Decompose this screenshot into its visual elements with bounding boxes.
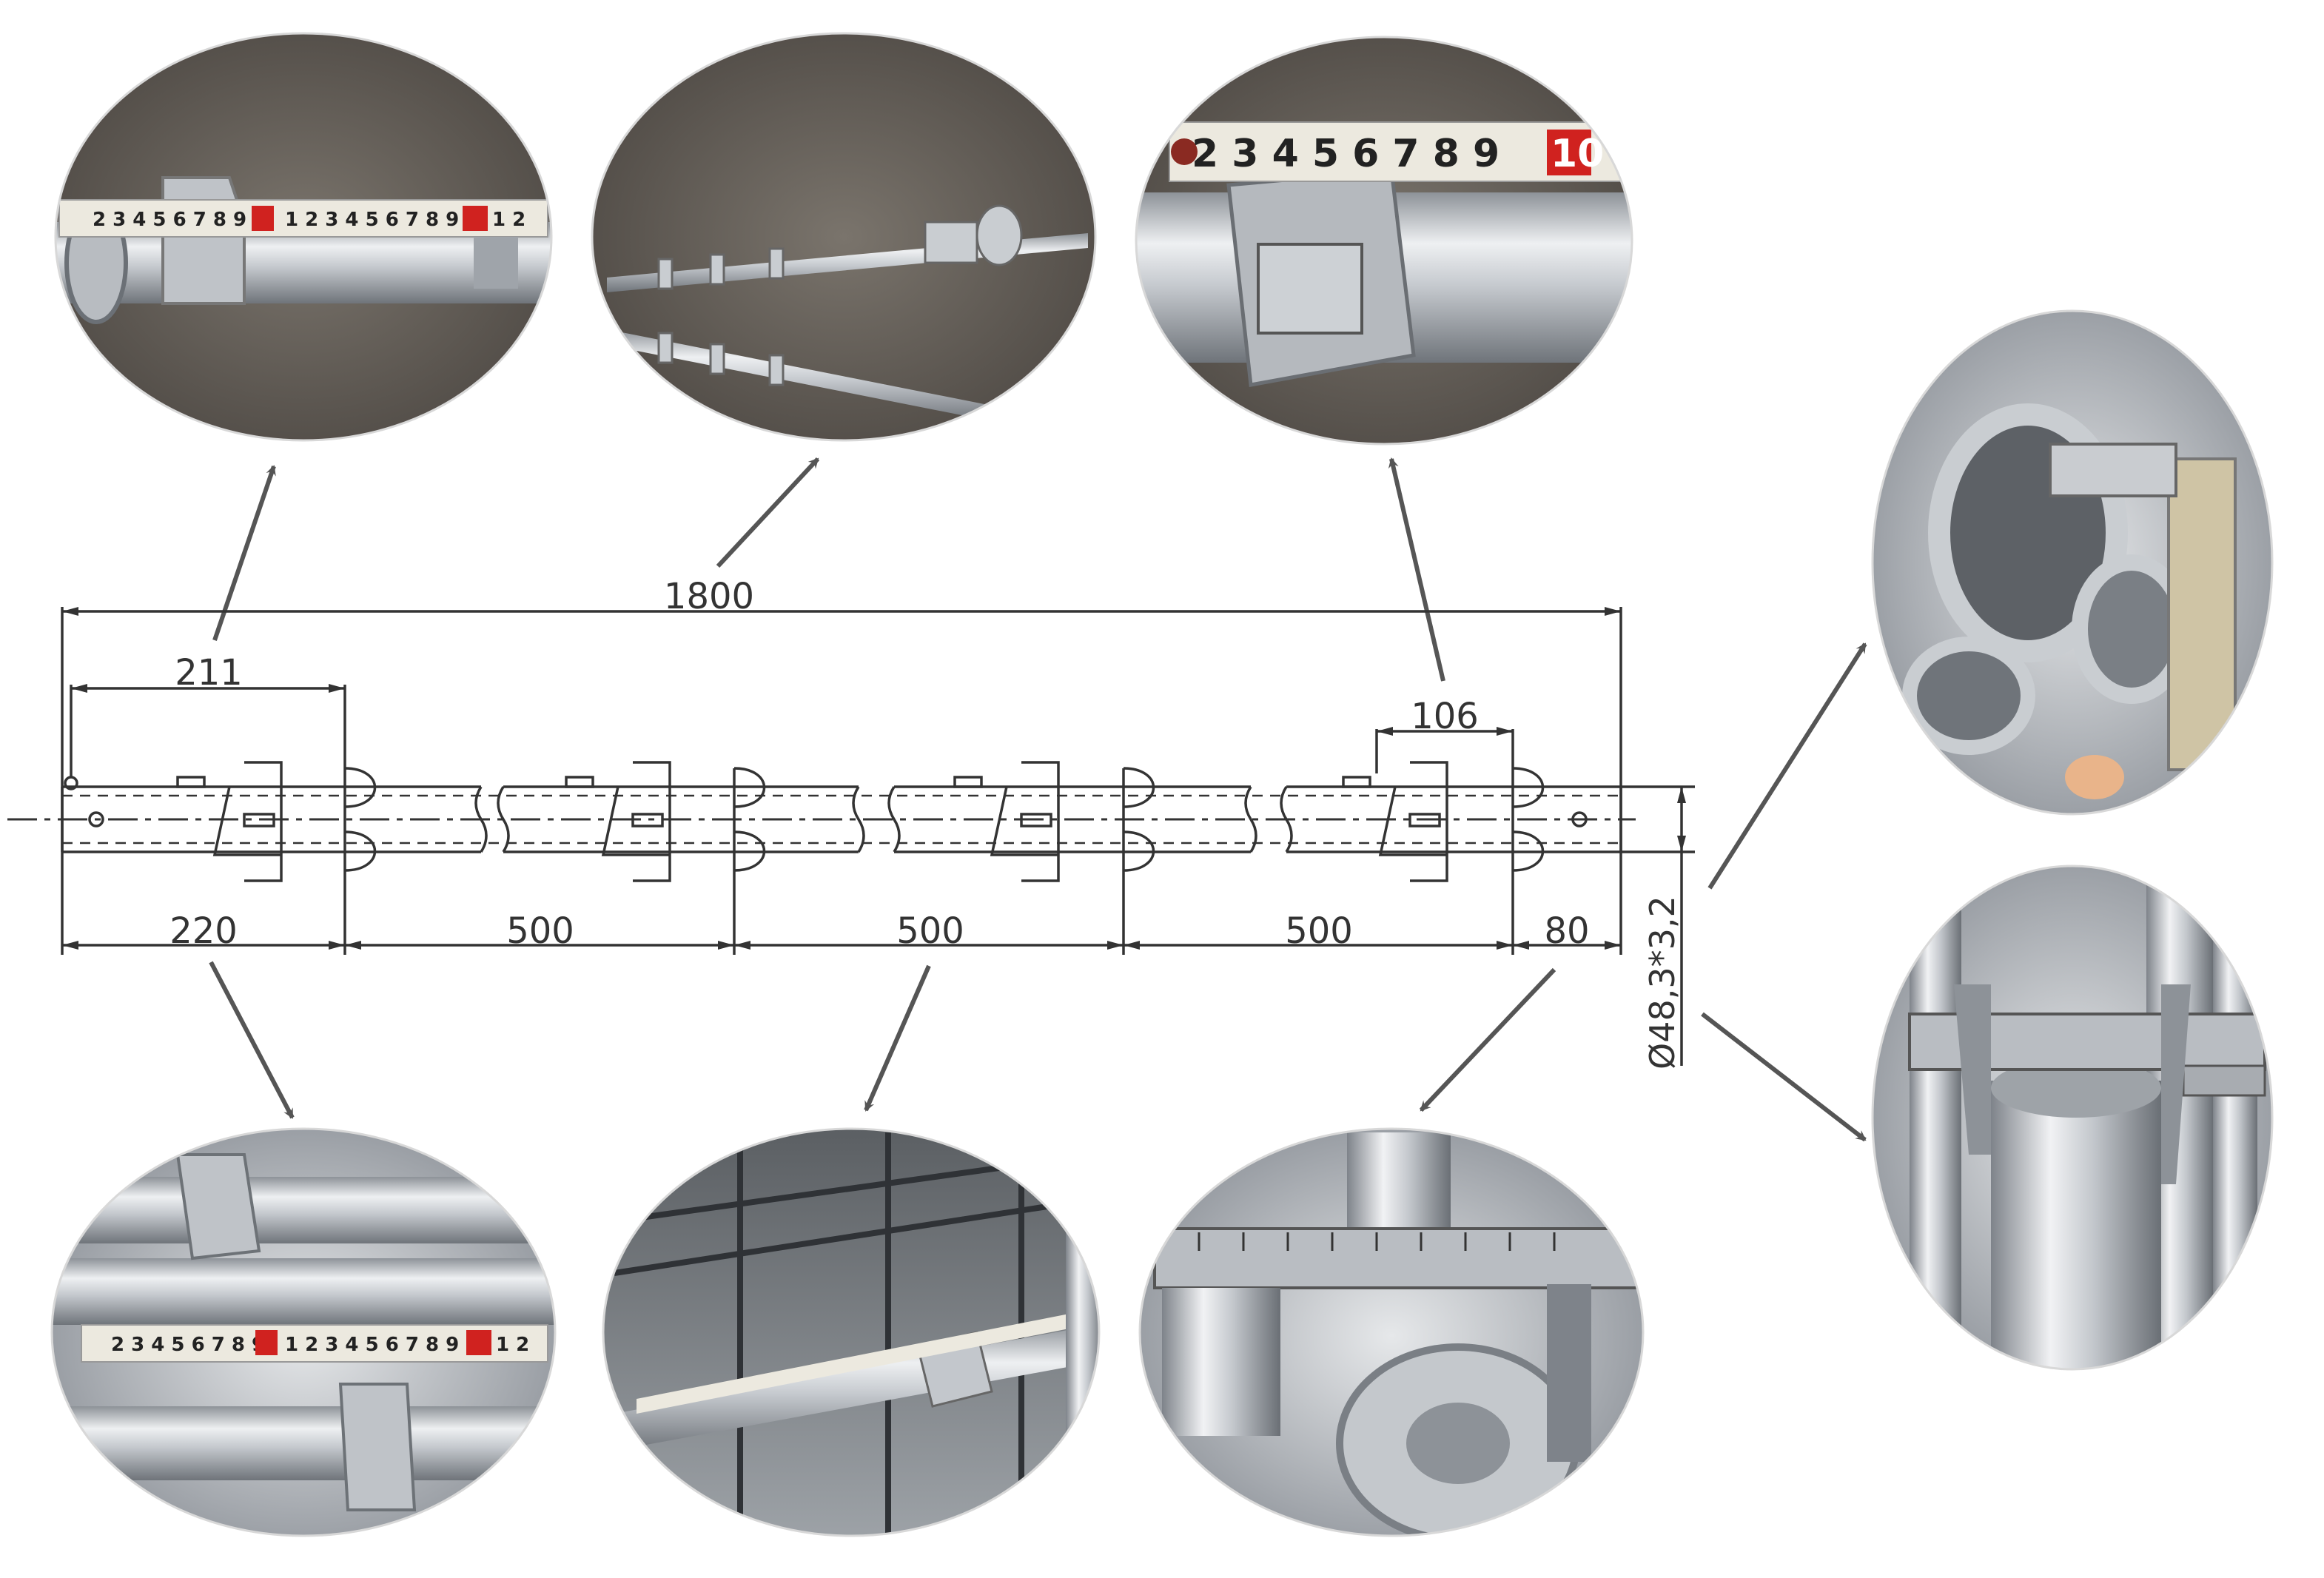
node-2 [565,761,766,955]
photo-top-2 [592,33,1095,440]
dim-segment-1: 220 [169,910,238,952]
photo-top-1: 2 3 4 5 6 7 8 9 1 2 3 4 5 6 7 8 9 1 2 [56,33,551,440]
callout-arrows [209,457,1867,1142]
node-4 [1342,761,1545,955]
svg-text:2 3 4 5 6 7 8 9: 2 3 4 5 6 7 8 9 [1192,132,1499,176]
node-3 [953,761,1155,955]
dimension-ticks [62,607,1686,950]
photo-bottom-3 [1140,1129,1643,1536]
standard-drawing [7,607,1695,1066]
dim-ring-width: 106 [1411,696,1479,737]
svg-text:2 3 4 5 6 7 8 9: 2 3 4 5 6 7 8 9 [93,209,246,231]
dim-segment-4: 500 [1285,910,1353,952]
dim-end-segment: 80 [1544,910,1589,952]
dim-segment-2: 500 [506,910,574,952]
svg-text:1 2: 1 2 [496,1334,529,1356]
dim-segment-3: 500 [896,910,964,952]
svg-text:2 3 4 5 6 7 8 9: 2 3 4 5 6 7 8 9 [111,1334,265,1356]
photo-top-3: 2 3 4 5 6 7 8 9 10 [1136,37,1632,444]
dim-overall-length: 1800 [664,576,754,617]
dim-tube-spec: Ø48,3*3,2 [1642,896,1682,1070]
svg-text:10: 10 [1551,132,1604,176]
photo-bottom-1: 2 3 4 5 6 7 8 9 1 2 3 4 5 6 7 8 9 1 2 [52,1129,555,1536]
node-1 [176,761,377,955]
svg-text:1 2: 1 2 [492,209,525,231]
svg-text:1 2 3 4 5 6 7 8 9: 1 2 3 4 5 6 7 8 9 [285,209,459,231]
photo-right-1 [1873,311,2272,814]
svg-text:1 2 3 4 5 6 7 8 9: 1 2 3 4 5 6 7 8 9 [285,1334,459,1356]
dim-first-ring-offset: 211 [175,652,243,694]
